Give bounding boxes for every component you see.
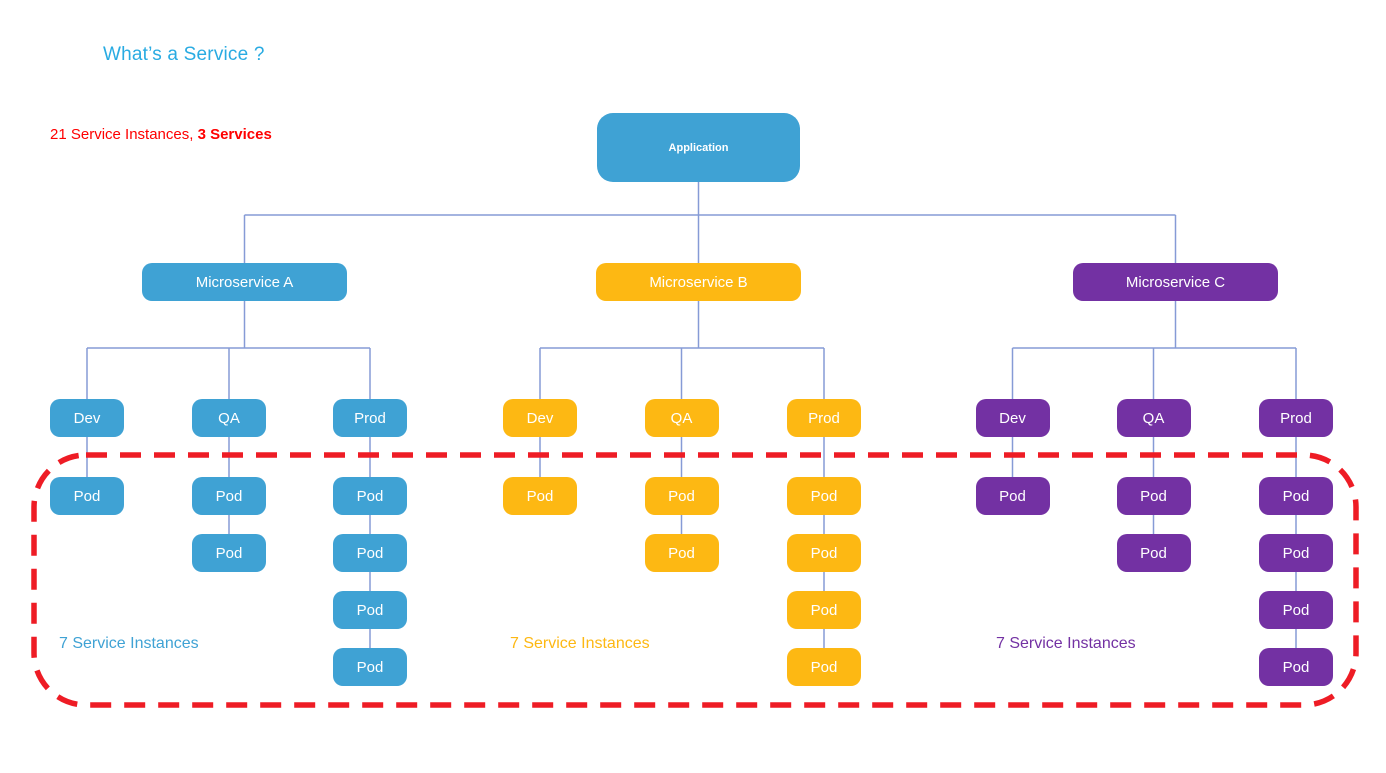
pod-node-c-prod-4: Pod: [1259, 648, 1333, 686]
highlight-dashed-border: [31, 452, 1359, 708]
service-instances-label-a: 7 Service Instances: [59, 635, 199, 652]
pod-node-a-prod-4: Pod: [333, 648, 407, 686]
pod-node-c-prod-3: Pod: [1259, 591, 1333, 629]
pod-node-b-prod-3: Pod: [787, 591, 861, 629]
pod-node-a-prod-2: Pod: [333, 534, 407, 572]
pod-node-b-qa-2: Pod: [644, 534, 719, 572]
pod-node-b-qa-1: Pod: [644, 477, 719, 515]
pod-node-a-qa-1: Pod: [192, 477, 266, 515]
environment-node-b-prod: Prod: [787, 399, 861, 437]
pod-node-c-qa-1: Pod: [1116, 477, 1191, 515]
pod-node-a-prod-3: Pod: [333, 591, 407, 629]
pod-node-b-prod-1: Pod: [787, 477, 861, 515]
microservice-node-a: Microservice A: [142, 263, 347, 301]
environment-node-c-qa: QA: [1116, 399, 1191, 437]
pod-node-b-dev-1: Pod: [503, 477, 577, 515]
summary-text-bold: 3 Services: [197, 126, 272, 143]
pod-node-c-dev-1: Pod: [975, 477, 1050, 515]
summary-text: 21 Service Instances, 3 Services: [50, 126, 272, 143]
environment-node-a-dev: Dev: [50, 399, 124, 437]
pod-node-c-qa-2: Pod: [1116, 534, 1191, 572]
pod-node-b-prod-4: Pod: [787, 648, 861, 686]
pod-node-b-prod-2: Pod: [787, 534, 861, 572]
environment-node-b-dev: Dev: [503, 399, 577, 437]
environment-node-a-qa: QA: [192, 399, 266, 437]
pod-node-c-prod-1: Pod: [1259, 477, 1333, 515]
pod-node-a-dev-1: Pod: [50, 477, 124, 515]
microservice-node-c: Microservice C: [1073, 263, 1278, 301]
environment-node-b-qa: QA: [644, 399, 719, 437]
service-instances-label-b: 7 Service Instances: [510, 635, 650, 652]
application-node: Application: [597, 113, 800, 182]
pod-node-c-prod-2: Pod: [1259, 534, 1333, 572]
pod-node-a-prod-1: Pod: [333, 477, 407, 515]
environment-node-c-dev: Dev: [975, 399, 1050, 437]
page-title: What’s a Service ?: [103, 44, 265, 65]
environment-node-c-prod: Prod: [1259, 399, 1333, 437]
service-instances-label-c: 7 Service Instances: [996, 635, 1136, 652]
microservice-node-b: Microservice B: [596, 263, 801, 301]
environment-node-a-prod: Prod: [333, 399, 407, 437]
summary-text-regular: 21 Service Instances,: [50, 126, 198, 143]
pod-node-a-qa-2: Pod: [192, 534, 266, 572]
